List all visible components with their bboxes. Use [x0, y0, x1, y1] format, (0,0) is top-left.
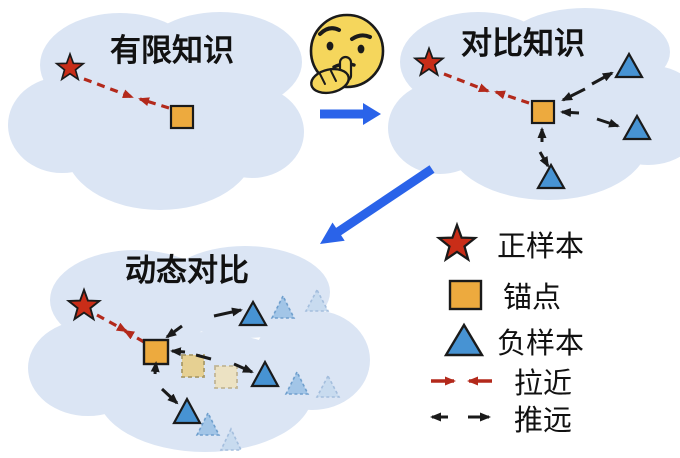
legend-positive-label: 正样本 — [497, 229, 584, 263]
flow-arrow-right — [320, 103, 381, 125]
cloud-dynamic-contrast: 动态对比 — [28, 246, 370, 452]
legend-item-negative: 负样本 — [443, 322, 584, 360]
cloud-contrastive-title: 对比知识 — [461, 26, 585, 62]
negative-sample-triangle — [172, 396, 202, 425]
cloud-contrastive-knowledge: 对比知识 — [388, 8, 680, 200]
negative-sample-triangle — [536, 162, 566, 190]
legend: 正样本 锚点 负样本 拉近 推远 — [430, 223, 584, 437]
emoji-right-eyebrow — [350, 33, 372, 41]
anchor-square — [142, 338, 170, 366]
faded-negative-triangles — [195, 288, 341, 451]
legend-item-pull: 拉近 — [431, 366, 572, 400]
push-arrows — [150, 307, 254, 405]
emoji-right-eye — [357, 44, 365, 54]
pull-arrow — [96, 313, 145, 344]
cloud-dynamic-title: 动态对比 — [125, 253, 249, 289]
thinking-emoji — [309, 13, 385, 95]
pull-arrow — [443, 72, 530, 105]
legend-negative-label: 负样本 — [497, 326, 584, 360]
legend-item-positive: 正样本 — [437, 223, 584, 263]
legend-item-push: 推远 — [430, 403, 572, 437]
positive-sample-star — [437, 223, 477, 261]
anchor-square — [448, 279, 483, 311]
negative-sample-triangle — [622, 113, 652, 141]
faded-anchor-square — [214, 365, 238, 389]
negative-sample-triangle — [443, 322, 485, 357]
negative-sample-triangle — [238, 299, 268, 327]
cloud-limited-knowledge: 有限知识 — [8, 12, 304, 210]
anchor-square — [169, 104, 195, 130]
cloud-limited-title: 有限知识 — [110, 33, 234, 69]
faded-anchor-square — [181, 354, 205, 378]
negative-sample-triangle — [250, 359, 280, 388]
legend-push-label: 推远 — [514, 403, 572, 437]
emoji-left-eyebrow — [318, 26, 341, 36]
push-arrows — [537, 71, 620, 168]
emoji-left-eye — [326, 41, 334, 51]
emoji-knuckles — [319, 70, 337, 85]
cloud-shape — [8, 12, 304, 210]
negative-sample-triangle — [614, 51, 644, 79]
anchor-square — [530, 99, 556, 125]
pull-arrow — [83, 77, 170, 110]
flow-arrow-diagonal — [320, 165, 435, 244]
legend-anchor-label: 锚点 — [503, 280, 561, 314]
legend-item-anchor: 锚点 — [448, 279, 561, 314]
legend-pull-label: 拉近 — [514, 366, 572, 400]
